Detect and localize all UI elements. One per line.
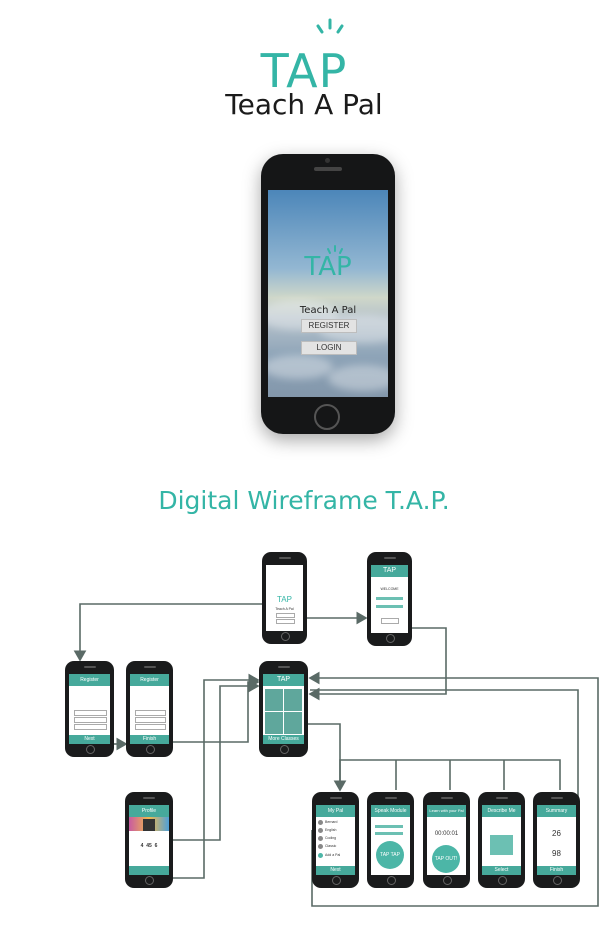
wf-register-phone: Register Next — [65, 661, 114, 757]
wf-profile-stat: 4 — [140, 843, 144, 849]
wf-launch-register[interactable] — [276, 613, 295, 618]
wf-profile-footer[interactable] — [129, 866, 169, 875]
wf-register2-screen: Register Finish — [130, 674, 169, 744]
wf-mypal-item[interactable]: English — [325, 828, 337, 832]
wf-home-screen: TAP More Classes — [263, 674, 304, 744]
wf-launch-logo: TAP — [277, 595, 292, 604]
wf-learn-phone: Learn with your Pal 00:00:01 TAP OUT! — [423, 792, 470, 888]
hero-phone: TAP Teach A Pal REGISTER LOGIN — [261, 154, 395, 434]
wf-home-header: TAP — [263, 674, 304, 686]
section-heading: Digital Wireframe T.A.P. — [158, 486, 450, 515]
wf-describe-phone: Describe Me Select — [478, 792, 525, 888]
wf-speak-tap-button[interactable]: TAP TAP — [376, 841, 404, 869]
wf-mypal-item[interactable]: Classic — [325, 844, 337, 848]
wf-profile-stat: 6 — [154, 843, 158, 849]
wf-welcome-phone: TAP WELCOME — [367, 552, 412, 646]
hero-logo-rays-icon — [327, 245, 343, 254]
wf-register2-phone: Register Finish — [126, 661, 173, 757]
wf-register-next[interactable]: Next — [69, 735, 110, 744]
wf-welcome-login-button[interactable] — [381, 618, 399, 624]
hero-logo-text: TAP — [304, 252, 352, 282]
wf-home-phone: TAP More Classes — [259, 661, 308, 757]
wf-summary-header: Summary — [537, 805, 576, 817]
wf-learn-header: Learn with your Pal — [427, 805, 466, 817]
wf-describe-image — [490, 835, 513, 855]
wf-welcome-title: WELCOME — [380, 587, 399, 591]
wf-launch-name: Teach A Pal — [275, 607, 294, 611]
wf-learn-screen: Learn with your Pal 00:00:01 TAP OUT! — [427, 805, 466, 875]
wf-mypal-header: My Pal — [316, 805, 355, 817]
wf-summary-phone: Summary 26 98 Finish — [533, 792, 580, 888]
login-button[interactable]: LOGIN — [301, 341, 357, 355]
wf-speak-phone: Speak Module TAP TAP — [367, 792, 414, 888]
wf-profile-header: Profile — [129, 805, 169, 817]
wf-summary-b: 98 — [552, 849, 561, 858]
wf-describe-header: Describe Me — [482, 805, 521, 817]
wf-speak-screen: Speak Module TAP TAP — [371, 805, 410, 875]
wf-register-header: Register — [69, 674, 110, 686]
logo-rays-icon — [316, 18, 344, 34]
phone-camera — [325, 158, 330, 163]
wf-register2-finish[interactable]: Finish — [130, 735, 169, 744]
brand-name: Teach A Pal — [225, 88, 383, 121]
wf-mypal-phone: My Pal Bernard English Coding Classic Ad… — [312, 792, 359, 888]
wf-learn-tapout-button[interactable]: TAP OUT! — [432, 845, 460, 873]
wf-mypal-item[interactable]: Bernard — [325, 820, 338, 824]
hero-app-name: Teach A Pal — [299, 305, 357, 316]
wf-home-more-classes[interactable]: More Classes — [263, 735, 304, 744]
wf-mypal-screen: My Pal Bernard English Coding Classic Ad… — [316, 805, 355, 875]
wf-profile-stat: 45 — [146, 843, 152, 849]
logo-wordmark: TAP — [260, 44, 348, 98]
wf-welcome-screen: TAP WELCOME — [371, 565, 408, 633]
wf-welcome-header: TAP — [371, 565, 408, 577]
wf-mypal-item[interactable]: Coding — [325, 836, 337, 840]
wf-summary-screen: Summary 26 98 Finish — [537, 805, 576, 875]
wf-mypal-next[interactable]: Next — [316, 866, 355, 875]
register-button[interactable]: REGISTER — [301, 319, 357, 333]
wf-launch-phone: TAP Teach A Pal — [262, 552, 307, 644]
wf-describe-select[interactable]: Select — [482, 866, 521, 875]
wf-learn-timer: 00:00:01 — [434, 831, 459, 837]
wf-home-tile[interactable] — [265, 689, 283, 711]
wf-home-tile[interactable] — [284, 712, 302, 734]
wf-summary-a: 26 — [552, 829, 561, 838]
wf-home-tile[interactable] — [284, 689, 302, 711]
wf-profile-screen: Profile 4 45 6 — [129, 805, 169, 875]
wf-summary-finish[interactable]: Finish — [537, 866, 576, 875]
wf-register2-header: Register — [130, 674, 169, 686]
wf-profile-phone: Profile 4 45 6 — [125, 792, 173, 888]
wf-profile-avatar — [143, 819, 155, 831]
wf-home-tile[interactable] — [265, 712, 283, 734]
hero-screen: TAP Teach A Pal REGISTER LOGIN — [268, 190, 388, 397]
wf-mypal-add[interactable]: Add a Pal — [325, 853, 341, 857]
wf-launch-screen: TAP Teach A Pal — [266, 565, 303, 631]
wf-launch-login[interactable] — [276, 619, 295, 624]
wf-describe-screen: Describe Me Select — [482, 805, 521, 875]
phone-speaker — [314, 167, 342, 171]
phone-home-button[interactable] — [314, 404, 340, 430]
brand-logo: TAP — [0, 14, 608, 98]
wf-register-screen: Register Next — [69, 674, 110, 744]
wf-speak-header: Speak Module — [371, 805, 410, 817]
